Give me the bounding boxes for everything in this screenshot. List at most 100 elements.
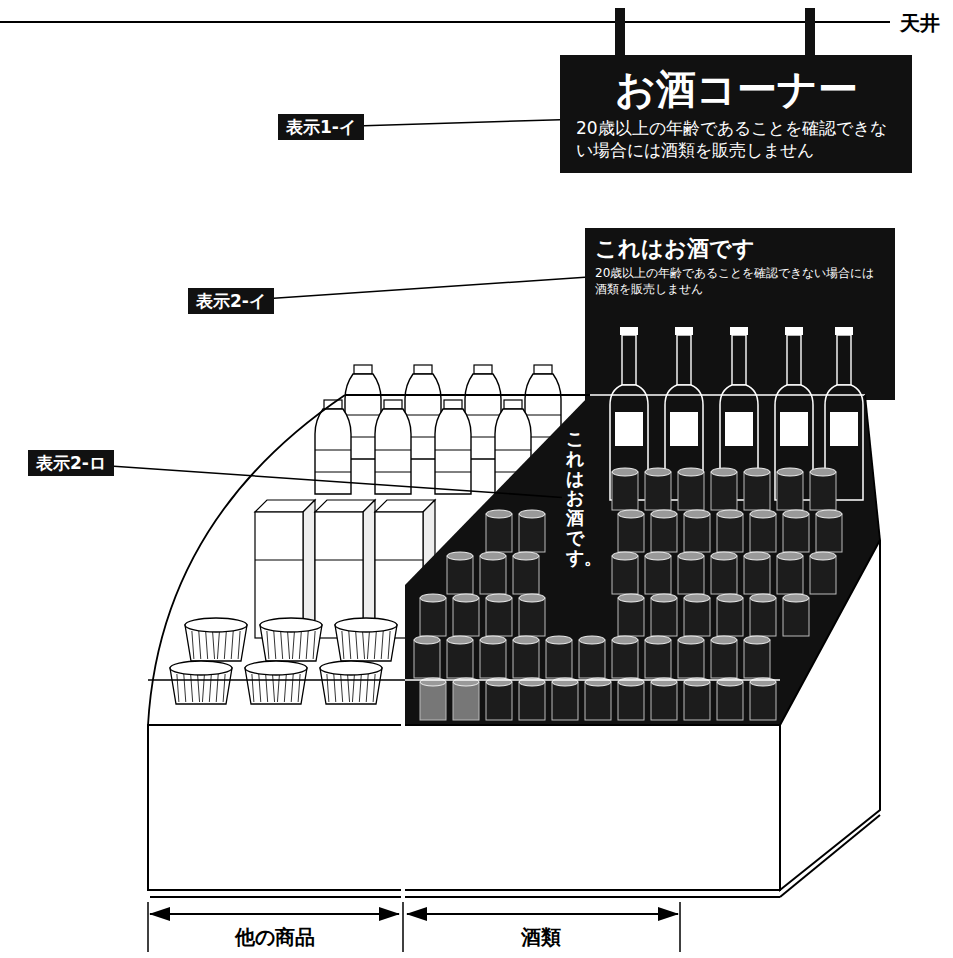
bottle-band <box>345 415 381 416</box>
cup <box>245 661 307 704</box>
plinth-line <box>780 815 880 897</box>
bottle-neck <box>677 335 691 385</box>
cup-stripe <box>259 674 261 702</box>
can <box>612 552 638 594</box>
cup-stripe <box>298 674 300 702</box>
can-top <box>552 678 578 686</box>
section-gap <box>401 723 405 900</box>
can-top <box>711 552 737 560</box>
can-top <box>486 678 512 686</box>
cup-stripe <box>199 631 201 659</box>
cup-stripe <box>288 631 290 659</box>
dimension-tick <box>679 902 681 952</box>
can-body <box>513 556 539 594</box>
can-body <box>645 640 671 678</box>
can-top <box>678 636 704 644</box>
can <box>750 678 776 720</box>
cup-stripe <box>224 631 226 659</box>
can-body <box>744 472 770 510</box>
can-top <box>513 636 539 644</box>
cup-stripe <box>191 674 193 702</box>
can-top <box>750 594 776 602</box>
can-body <box>585 682 611 720</box>
cup <box>335 618 397 661</box>
can <box>717 678 743 720</box>
section-label: 他の商品 <box>235 924 315 951</box>
can <box>480 552 506 594</box>
cup-stripe <box>192 631 194 659</box>
can-body <box>744 640 770 678</box>
can <box>447 552 473 594</box>
cup <box>185 618 247 661</box>
can-body <box>519 598 545 636</box>
can-body <box>486 514 512 552</box>
glass-edge <box>865 395 880 540</box>
can <box>552 678 578 720</box>
can-top <box>651 594 677 602</box>
cup-stripe <box>198 674 200 702</box>
cup-rim <box>260 618 322 632</box>
can <box>711 552 737 594</box>
can <box>678 468 704 510</box>
can-body <box>678 472 704 510</box>
can-top <box>480 636 506 644</box>
bottle-label <box>725 412 753 446</box>
carton-side <box>303 500 315 638</box>
can-body <box>651 598 677 636</box>
cup-rim <box>335 618 397 632</box>
bottle-neck <box>622 335 636 385</box>
sign-notice: 20歳以上の年齢であることを確認できない場合には酒類を販売しません <box>595 266 885 297</box>
can <box>618 594 644 636</box>
bottle-label <box>670 412 698 446</box>
can-top <box>645 468 671 476</box>
can-top <box>783 594 809 602</box>
can-top <box>519 678 545 686</box>
can-body <box>810 556 836 594</box>
cup-stripe <box>217 631 219 659</box>
can <box>684 510 710 552</box>
liquor-bottle <box>775 327 813 500</box>
carton <box>315 500 375 638</box>
glass-edge <box>590 394 865 396</box>
can-body <box>612 640 638 678</box>
can-body <box>480 640 506 678</box>
can <box>777 552 803 594</box>
can-top <box>453 594 479 602</box>
carton-seam <box>375 560 423 561</box>
can <box>651 594 677 636</box>
cup-stripe <box>381 631 383 659</box>
bottle-band <box>435 450 471 451</box>
can-top <box>486 594 512 602</box>
bottle-neck <box>732 335 746 385</box>
hanger <box>805 8 815 56</box>
cup-stripe <box>334 674 336 702</box>
can <box>612 468 638 510</box>
can-top <box>717 678 743 686</box>
cup-rim <box>245 661 307 675</box>
can-body <box>777 556 803 594</box>
can <box>513 636 539 678</box>
bottle-label <box>830 412 858 446</box>
can <box>447 636 473 678</box>
can-body <box>618 514 644 552</box>
dimension-tick <box>402 902 404 952</box>
can <box>480 636 506 678</box>
ceiling-label: 天井 <box>900 10 940 37</box>
can <box>711 468 737 510</box>
can-body <box>420 682 446 720</box>
can <box>810 552 836 594</box>
cup-stripe <box>274 631 276 659</box>
cup-stripe <box>284 674 286 702</box>
cup-stripe <box>184 674 186 702</box>
can-body <box>552 682 578 720</box>
can <box>717 510 743 552</box>
can-top <box>744 636 770 644</box>
can-body <box>546 640 572 678</box>
can-body <box>486 598 512 636</box>
sign-heading: これはお酒です <box>595 236 885 262</box>
can-body <box>447 640 473 678</box>
can <box>783 510 809 552</box>
cup-stripe <box>374 631 376 659</box>
can-body <box>513 640 539 678</box>
